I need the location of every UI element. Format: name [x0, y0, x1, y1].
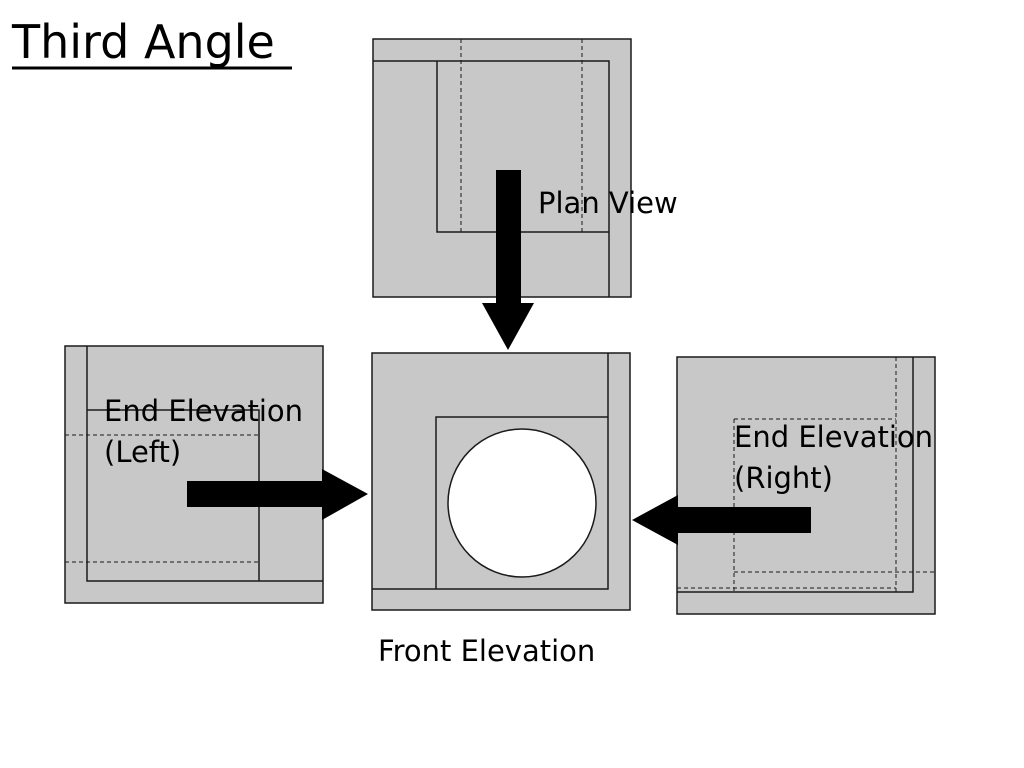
end-elevation-left-drawing — [64, 345, 324, 604]
end-elevation-right-outline — [676, 356, 936, 615]
front-elevation-label: Front Elevation — [378, 634, 595, 668]
end-elevation-left-outline — [64, 345, 324, 604]
end-elevation-left-label-line1: End Elevation — [104, 394, 303, 428]
end-elevation-left-inner-edge — [86, 346, 323, 582]
end-elevation-right-inner-edge — [677, 357, 914, 593]
plan-view-step-edge — [436, 61, 609, 233]
front-elevation-hole — [447, 428, 597, 578]
end-elevation-right-arrow-icon — [632, 495, 811, 545]
front-elevation-side-edge — [372, 353, 609, 590]
front-elevation-drawing — [371, 352, 631, 611]
end-elevation-right-label-line1: End Elevation — [734, 420, 933, 454]
plan-view-arrow-icon — [482, 170, 534, 350]
end-elevation-right-label-line2: (Right) — [734, 461, 833, 495]
page-title: Third Angle — [11, 15, 275, 69]
plan-view-inner-edge — [373, 60, 610, 297]
plan-view-label: Plan View — [538, 186, 678, 220]
end-elevation-left-label-line2: (Left) — [104, 435, 181, 469]
end-elevation-right-drawing — [676, 356, 936, 615]
end-elevation-left-step-edge — [87, 409, 260, 581]
front-elevation-recess-edge — [435, 416, 608, 589]
end-elevation-left-arrow-icon — [187, 469, 368, 520]
